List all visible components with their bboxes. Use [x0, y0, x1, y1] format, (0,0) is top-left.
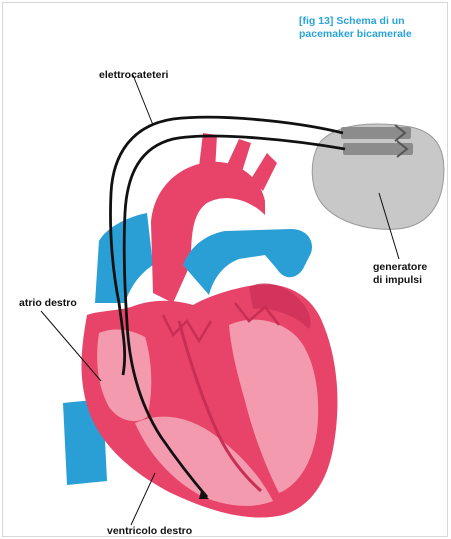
aorta-branch-1: [199, 133, 217, 171]
pulmonary-artery: [183, 229, 312, 295]
pulse-generator-body: [312, 124, 444, 229]
label-generator-line-2: di impulsi: [373, 274, 427, 287]
label-right-atrium: atrio destro: [19, 297, 77, 310]
figure-caption-line-2: pacemaker bicamerale: [299, 28, 448, 41]
pointer-leads: [133, 75, 153, 125]
label-generator-line-1: generatore: [373, 261, 427, 274]
pointer-right-ventricle: [131, 473, 155, 525]
label-right-ventricle: ventricolo destro: [107, 525, 192, 537]
label-leads: elettrocateteri: [99, 69, 168, 82]
label-generator: generatore di impulsi: [373, 261, 427, 287]
figure-caption: [fig 13] Schema di un pacemaker bicamera…: [299, 15, 448, 41]
figure-caption-line-1: [fig 13] Schema di un: [299, 15, 448, 28]
